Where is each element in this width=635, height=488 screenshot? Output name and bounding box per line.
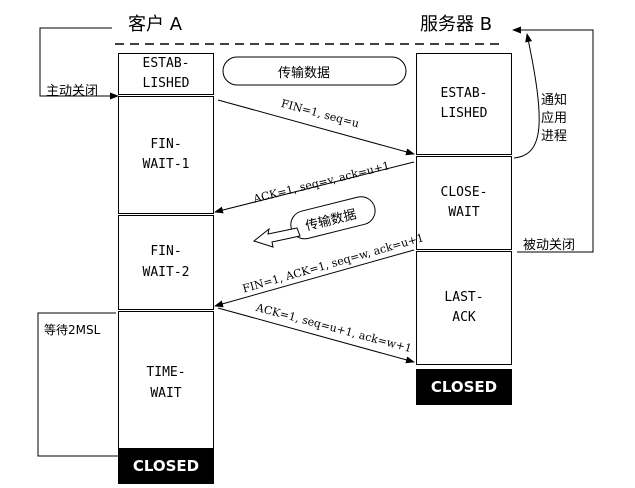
passive-close-label: 被动关闭 (523, 238, 576, 253)
notify-app-curve (513, 33, 540, 159)
wait-2msl-label: 等待2MSL (44, 323, 101, 337)
client-state-established: ESTAB- LISHED (118, 53, 214, 95)
wait-2msl-bracket (37, 312, 118, 457)
passive-close-bracket (512, 26, 594, 253)
hollow-left-arrow (252, 227, 301, 248)
client-state-fin-wait-2: FIN- WAIT-2 (118, 215, 214, 310)
msg-arrow-ack-v (214, 161, 415, 214)
client-state-time-wait: TIME- WAIT (118, 311, 214, 456)
notify-app-label: 通知 应用 进程 (541, 93, 568, 144)
server-state-close-wait: CLOSE- WAIT (416, 156, 512, 250)
server-state-established: ESTAB- LISHED (416, 53, 512, 155)
data-transfer-pill-slanted (290, 196, 376, 240)
msg-arrow-ack-w (217, 307, 415, 364)
server-title: 服务器 B (420, 14, 493, 35)
client-state-fin-wait-1: FIN- WAIT-1 (118, 96, 214, 214)
data-transfer-label: 传输数据 (278, 66, 331, 81)
client-closed: CLOSED (118, 448, 214, 484)
server-state-last-ack: LAST- ACK (416, 251, 512, 365)
msg-arrow-fin-w (214, 249, 415, 308)
server-closed: CLOSED (416, 369, 512, 405)
active-close-bracket (39, 27, 119, 100)
client-title: 客户 A (128, 14, 183, 35)
data-transfer-pill (222, 56, 407, 86)
msg-arrow-fin-u (217, 99, 415, 156)
active-close-label: 主动关闭 (46, 84, 99, 99)
